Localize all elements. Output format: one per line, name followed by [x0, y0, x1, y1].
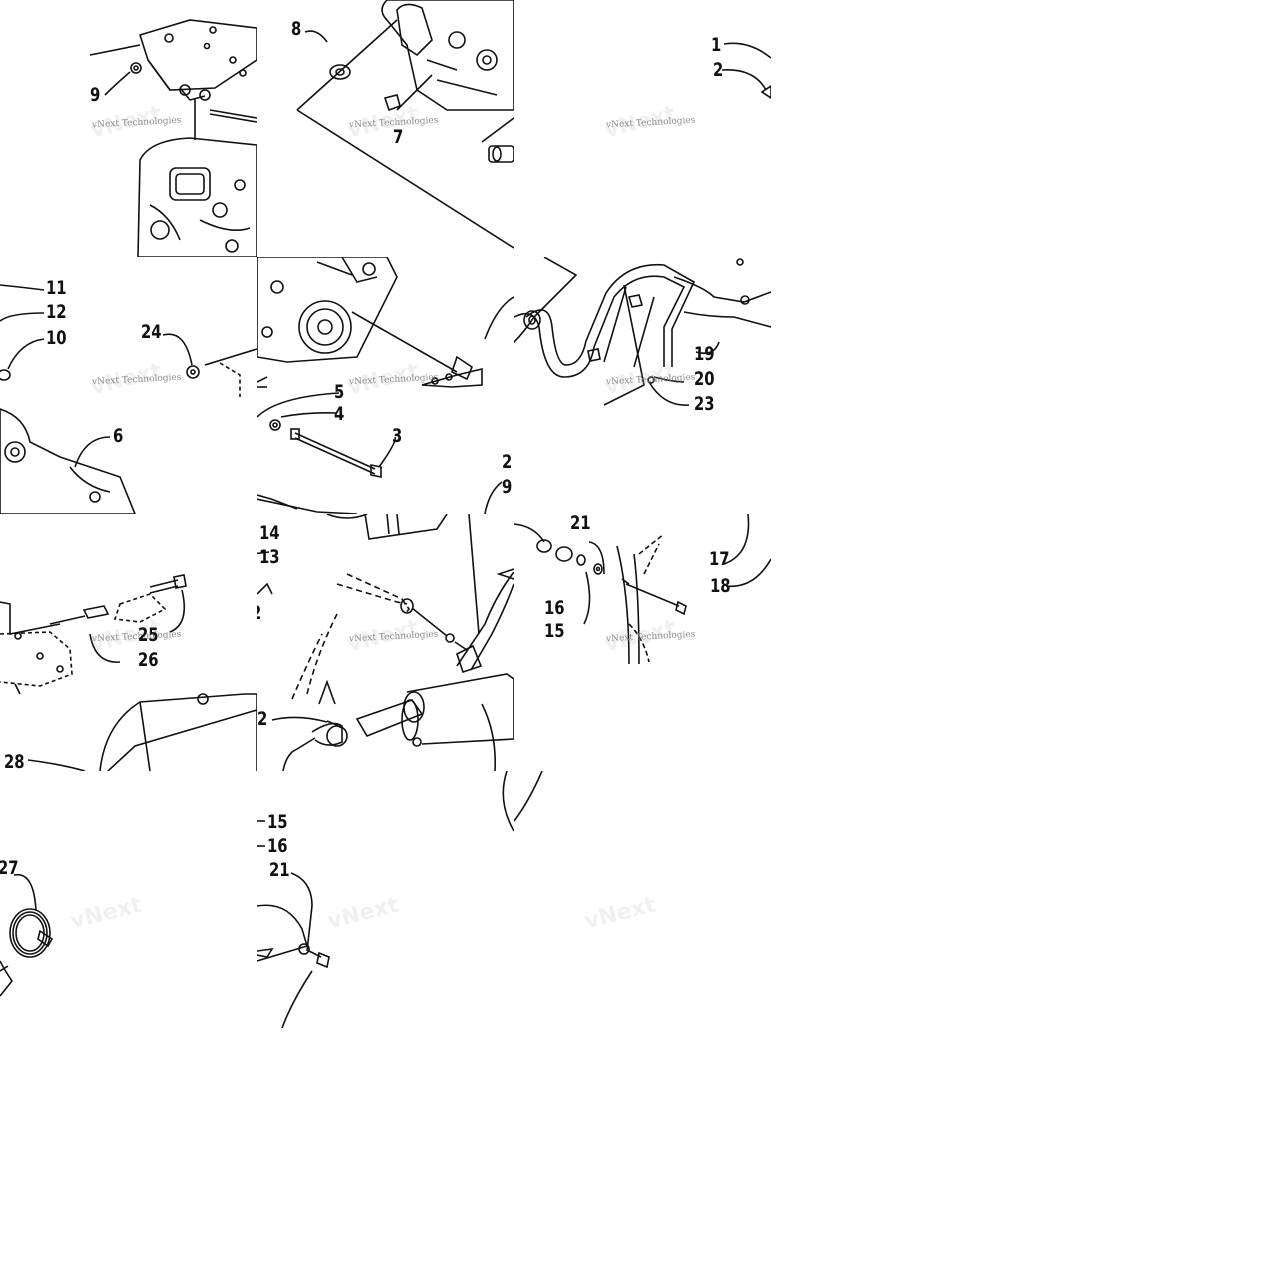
- muffler-drawing: [257, 514, 514, 771]
- callout-label: 19: [694, 343, 715, 365]
- callout-label: 13: [259, 546, 280, 568]
- callout-label: 11: [46, 277, 67, 299]
- callout-label: 4: [334, 403, 345, 425]
- engine-mount-bracket-drawing: [89, 19, 257, 257]
- callout-label: 10: [46, 327, 67, 349]
- callout-label: 28: [4, 751, 25, 772]
- callout-label: 21: [570, 514, 591, 534]
- callout-label: 21: [269, 859, 290, 881]
- diagram-tile-r1c2: 5 4 3: [257, 257, 514, 514]
- diagram-tile-r2c2: vNext vNext Technologies 21 16 15 17 18: [514, 514, 771, 771]
- diagram-tile-r3c2: vNext: [514, 771, 771, 1028]
- callout-label: 16: [267, 835, 288, 857]
- callout-label: 14: [259, 522, 280, 544]
- callout-label: 2: [713, 59, 724, 81]
- callout-label: 5: [334, 381, 345, 403]
- callout-label: 25: [138, 624, 159, 646]
- callout-label: 7: [393, 126, 404, 148]
- heat-shield-drawing: [0, 574, 257, 771]
- exhaust-clamp-drawing: [0, 873, 54, 997]
- diagram-tile-r2c1: vNext vNext Technologies 14 13 2 2: [257, 514, 514, 771]
- callout-label: 16: [544, 597, 565, 619]
- mount-nut-drawing: [162, 333, 257, 397]
- callout-label: 24: [141, 321, 162, 343]
- diagram-tile-r3c1: vNext 15 16 21: [257, 771, 514, 1028]
- callout-label: 2: [257, 604, 261, 623]
- callout-label: 1: [711, 34, 722, 56]
- callout-label: 8: [291, 18, 302, 40]
- callout-label: 15: [267, 811, 288, 833]
- muffler-hanger-drawing: [514, 514, 771, 665]
- callout-label: 12: [46, 301, 67, 323]
- callout-label: 20: [694, 368, 715, 390]
- engine-crankcase-drawing: [296, 0, 514, 249]
- exhaust-pipe-drawing: [514, 257, 771, 406]
- callout-label: 17: [709, 548, 730, 570]
- diagram-tile-r0c1: vNext vNext Technologies 9: [0, 0, 257, 257]
- diagram-tile-r1c3: vNext vNext Technologies 19 20 23: [514, 257, 771, 514]
- callout-label: 3: [392, 425, 403, 447]
- diagram-tile-r3c0: vNext 27: [0, 771, 257, 1028]
- callout-label: 26: [138, 649, 159, 671]
- callout-label: 9: [90, 84, 101, 106]
- callout-label: 15: [544, 620, 565, 642]
- engine-cover-drawing: [257, 257, 514, 514]
- diagram-tile-r0c2: vNext vNext Technologies 8 7: [257, 0, 514, 257]
- diagram-tile-r1c1-overlay: 24: [0, 257, 257, 514]
- diagram-tile-r0c3: vNext vNext Technologies 1 2: [514, 0, 771, 257]
- callout-label: 2: [257, 708, 268, 730]
- tailpipe-drawing: [257, 771, 514, 1028]
- callout-label: 23: [694, 393, 715, 415]
- diagram-tile-r1c1: vNext vNext Technologies: [257, 257, 514, 514]
- callout-label: 27: [0, 857, 19, 879]
- diagram-tile-r2c0: vNext vNext Technologies 25 26 28: [0, 514, 257, 771]
- callout-label: 6: [113, 425, 124, 447]
- hardware-callout-drawing: [721, 42, 771, 99]
- tailpipe-end-drawing: [514, 771, 543, 822]
- mount-bolt-drawing: [257, 356, 396, 510]
- callout-label: 18: [710, 575, 731, 597]
- diagram-tile-r1c0: vNext vNext Technologies 11 12 10 6: [0, 257, 257, 514]
- transmission-housing-drawing: [0, 284, 136, 514]
